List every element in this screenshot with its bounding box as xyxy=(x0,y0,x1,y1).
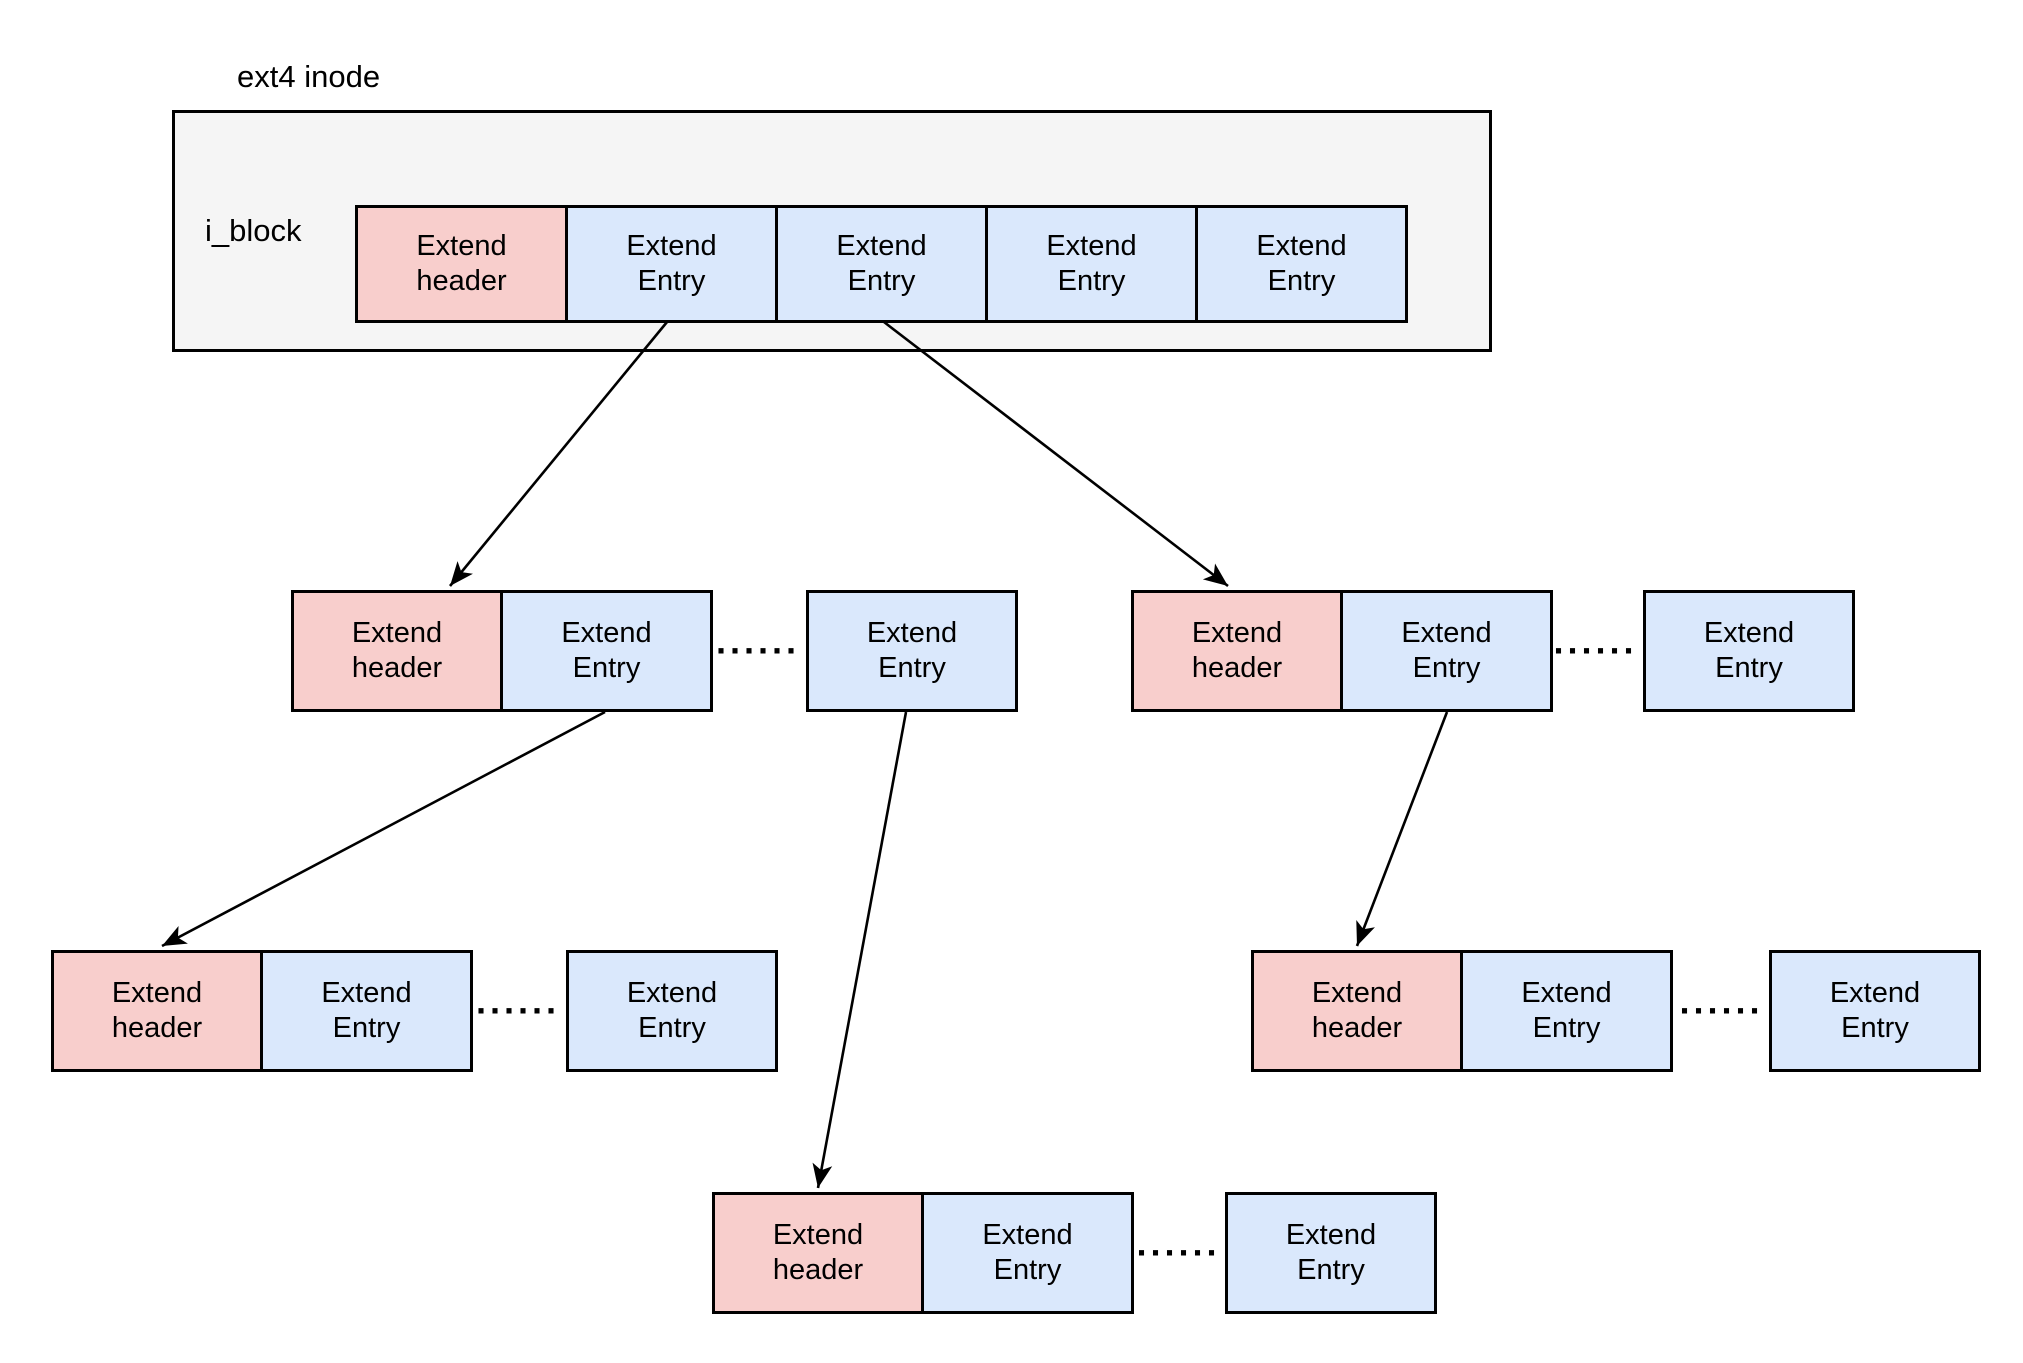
extend-entry-more-cell: Extend Entry xyxy=(806,590,1018,712)
arrow-mid-left-more-entry-to-bottom-center xyxy=(812,711,908,1189)
arrow-mid-left-entry-to-bottom-left xyxy=(161,710,606,948)
extend-entry-cell: Extend Entry xyxy=(500,590,713,712)
extend-entry-cell: Extend Entry xyxy=(1340,590,1553,712)
extend-header-cell: Extend header xyxy=(712,1192,924,1314)
extend-header-cell: Extend header xyxy=(1131,590,1343,712)
extend-entry-more-cell: Extend Entry xyxy=(566,950,778,1072)
inode-extend-entry-cell-4: Extend Entry xyxy=(1195,205,1408,323)
inode-extend-entry-cell-1: Extend Entry xyxy=(565,205,778,323)
extent-block-bottom-left: Extend header Extend Entry xyxy=(51,950,473,1072)
inode-extent-row: Extend header Extend Entry Extend Entry … xyxy=(355,205,1408,323)
inode-extend-entry-cell-2: Extend Entry xyxy=(775,205,988,323)
extent-block-bottom-right: Extend header Extend Entry xyxy=(1251,950,1673,1072)
extend-entry-more-cell: Extend Entry xyxy=(1225,1192,1437,1314)
extend-entry-more-cell: Extend Entry xyxy=(1643,590,1855,712)
extend-entry-cell: Extend Entry xyxy=(1460,950,1673,1072)
inode-extend-entry-cell-3: Extend Entry xyxy=(985,205,1198,323)
extent-block-mid-right: Extend header Extend Entry xyxy=(1131,590,1553,712)
extend-entry-more-cell: Extend Entry xyxy=(1769,950,1981,1072)
arrow-mid-right-entry-to-bottom-right xyxy=(1355,711,1449,947)
arrow-inode-entry1-to-mid-left xyxy=(448,321,669,587)
extend-header-cell: Extend header xyxy=(51,950,263,1072)
ellipsis-bottom-left: ······ xyxy=(476,990,560,1031)
diagram-title: ext4 inode xyxy=(237,59,381,94)
ellipsis-bottom-center: ······ xyxy=(1136,1232,1221,1273)
arrow-inode-entry2-to-mid-right xyxy=(883,320,1229,588)
ellipsis-bottom-right: ······ xyxy=(1679,990,1764,1031)
extent-block-bottom-center: Extend header Extend Entry xyxy=(712,1192,1134,1314)
ellipsis-mid-right: ······ xyxy=(1553,630,1638,671)
extend-header-cell: Extend header xyxy=(1251,950,1463,1072)
inode-extend-header-cell: Extend header xyxy=(355,205,568,323)
ext4-inode-container: i_block Extend header Extend Entry Exten… xyxy=(172,110,1492,352)
ellipsis-mid-left: ······ xyxy=(716,630,800,671)
extend-entry-cell: Extend Entry xyxy=(260,950,473,1072)
iblock-label: i_block xyxy=(205,213,302,248)
extent-block-mid-left: Extend header Extend Entry xyxy=(291,590,713,712)
extend-entry-cell: Extend Entry xyxy=(921,1192,1134,1314)
extend-header-cell: Extend header xyxy=(291,590,503,712)
